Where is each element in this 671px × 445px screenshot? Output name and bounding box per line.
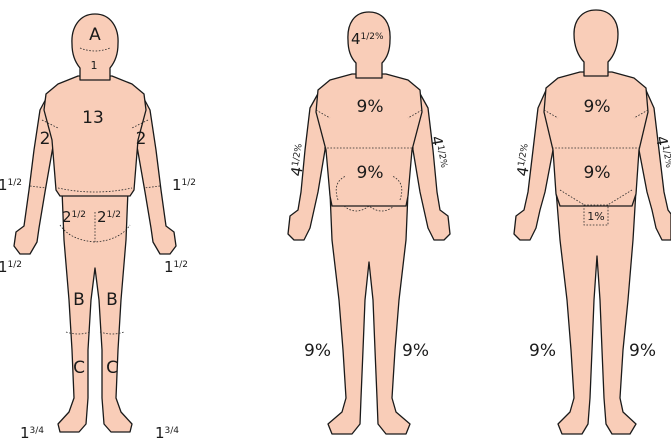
label-leg-left-2: 9% — [304, 341, 331, 361]
label-hand-left: 11/2 — [0, 258, 22, 276]
label-abdomen-3: 9% — [584, 163, 611, 183]
label-head-a: A — [89, 25, 101, 45]
body-torso-3 — [544, 72, 648, 206]
figure-lund-browder-back: A 1 13 2 2 11/2 11/2 21/2 21/2 11/2 11/2… — [0, 14, 196, 442]
label-forearm-left: 11/2 — [0, 176, 22, 194]
label-foot-right: 13/4 — [155, 424, 179, 442]
label-neck-1: 1 — [91, 59, 98, 72]
label-upper-back-2: 9% — [357, 97, 384, 117]
label-lower-back-2: 9% — [357, 163, 384, 183]
label-chest-3: 9% — [584, 97, 611, 117]
label-leg-right-c: C — [106, 358, 118, 378]
figure-rule-of-nines-front: 9% 9% 1% 41/2% 41/2% 9% 9% — [513, 10, 671, 434]
body-legs-3 — [556, 190, 636, 434]
label-leg-right-2: 9% — [402, 341, 429, 361]
label-leg-left-3: 9% — [529, 341, 556, 361]
label-thigh-left-b: B — [73, 290, 85, 310]
label-upper-arm-right: 2 — [136, 129, 147, 149]
body-legs-2 — [328, 192, 410, 434]
label-upper-arm-left: 2 — [40, 129, 51, 149]
label-hand-right: 11/2 — [164, 258, 188, 276]
label-leg-right-3: 9% — [629, 341, 656, 361]
label-thigh-right-b: B — [106, 290, 118, 310]
label-trunk-back-13: 13 — [82, 108, 104, 128]
label-foot-left: 13/4 — [20, 424, 44, 442]
label-forearm-right: 11/2 — [172, 176, 196, 194]
figure-rule-of-nines-back: 41/2% 9% 9% 41/2% 41/2% 9% 9% — [287, 12, 450, 434]
label-leg-left-c: C — [73, 358, 85, 378]
body-torso-1 — [44, 76, 146, 196]
label-genitals-3: 1% — [587, 210, 604, 223]
body-head-3 — [574, 10, 618, 76]
body-torso-2 — [316, 74, 422, 206]
